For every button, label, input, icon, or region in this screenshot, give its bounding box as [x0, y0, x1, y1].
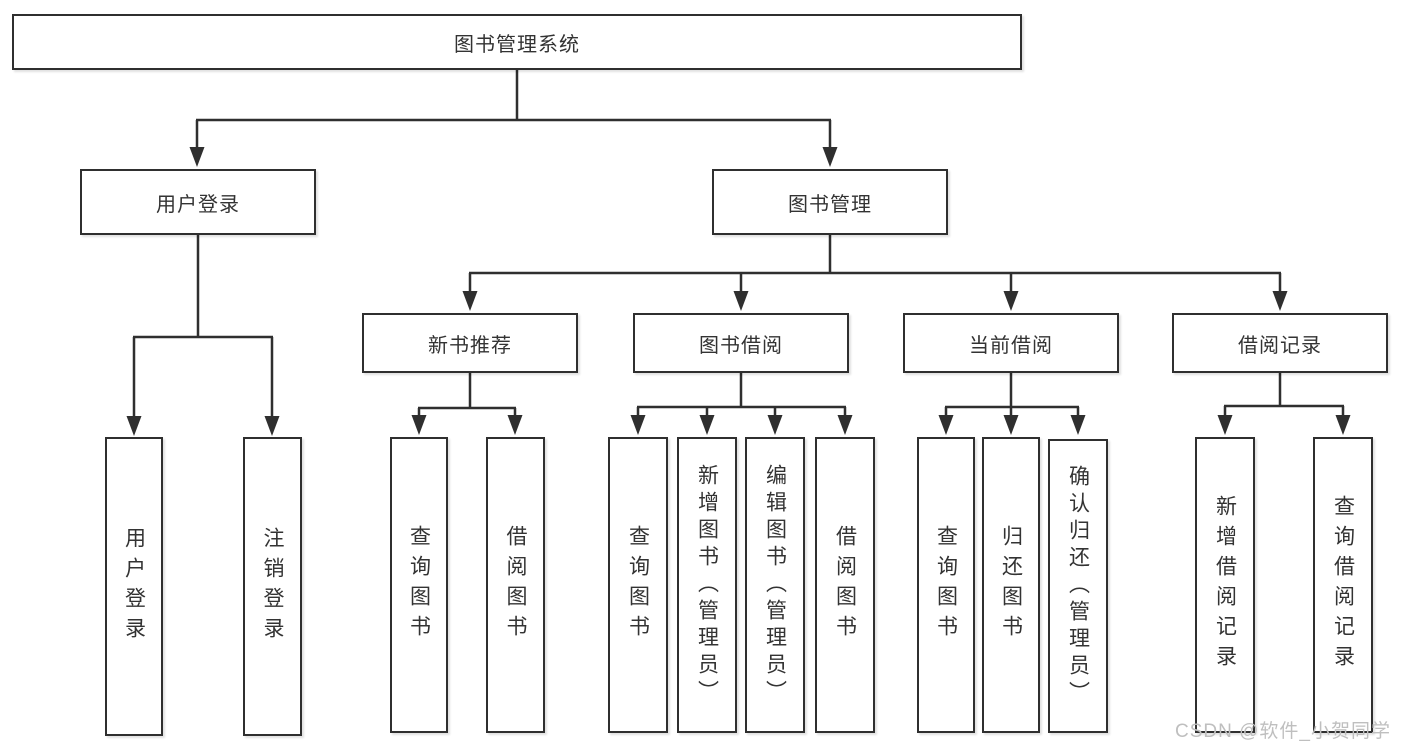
- node-edit-books-admin: 编辑图书（管理员）: [745, 437, 805, 733]
- node-borrow-books-borrowing: 借阅图书: [815, 437, 875, 733]
- node-query-books-recommend: 查询图书: [390, 437, 448, 733]
- node-label: 新增图书（管理员）: [695, 463, 719, 707]
- node-confirm-return-admin: 确认归还（管理员）: [1048, 439, 1108, 733]
- node-add-books-admin: 新增图书（管理员）: [677, 437, 737, 733]
- node-label: 用户登录: [156, 193, 240, 216]
- node-logout: 注销登录: [243, 437, 302, 736]
- node-label: 借阅图书: [504, 525, 527, 645]
- node-query-books-borrowing: 查询图书: [608, 437, 668, 733]
- node-user-login: 用户登录: [80, 169, 316, 235]
- node-add-borrow-record: 新增借阅记录: [1195, 437, 1255, 733]
- node-label: 查询图书: [407, 525, 431, 645]
- node-label: 新增借阅记录: [1213, 495, 1237, 675]
- arrowheads: [126, 147, 1351, 436]
- node-label: 编辑图书（管理员）: [763, 463, 787, 707]
- node-label: 借阅记录: [1238, 334, 1322, 357]
- node-label: 当前借阅: [969, 334, 1053, 357]
- node-new-book-recommendation: 新书推荐: [362, 313, 578, 373]
- node-label: 图书借阅: [699, 334, 783, 357]
- node-query-books-current: 查询图书: [917, 437, 975, 733]
- node-query-borrow-record: 查询借阅记录: [1313, 437, 1373, 733]
- csdn-watermark: CSDN @软件_小贺同学: [1175, 721, 1391, 742]
- node-user-login-leaf: 用户登录: [105, 437, 163, 736]
- node-label: 新书推荐: [428, 334, 512, 357]
- node-label: 查询图书: [934, 525, 958, 645]
- node-label: 查询图书: [626, 525, 650, 645]
- node-label: 图书管理系统: [454, 33, 580, 56]
- node-book-borrowing: 图书借阅: [633, 313, 849, 373]
- node-label: 注销登录: [261, 526, 284, 647]
- node-borrow-books-recommend: 借阅图书: [486, 437, 545, 733]
- node-label: 借阅图书: [833, 525, 857, 645]
- node-library-management-system: 图书管理系统: [12, 14, 1022, 70]
- node-label: 用户登录: [122, 526, 146, 647]
- node-label: 确认归还（管理员）: [1066, 464, 1090, 708]
- node-borrowing-records: 借阅记录: [1172, 313, 1388, 373]
- node-label: 查询借阅记录: [1331, 495, 1355, 675]
- node-return-books: 归还图书: [982, 437, 1040, 733]
- node-book-management: 图书管理: [712, 169, 948, 235]
- node-label: 图书管理: [788, 193, 872, 216]
- node-current-borrowing: 当前借阅: [903, 313, 1119, 373]
- node-label: 归还图书: [999, 525, 1023, 645]
